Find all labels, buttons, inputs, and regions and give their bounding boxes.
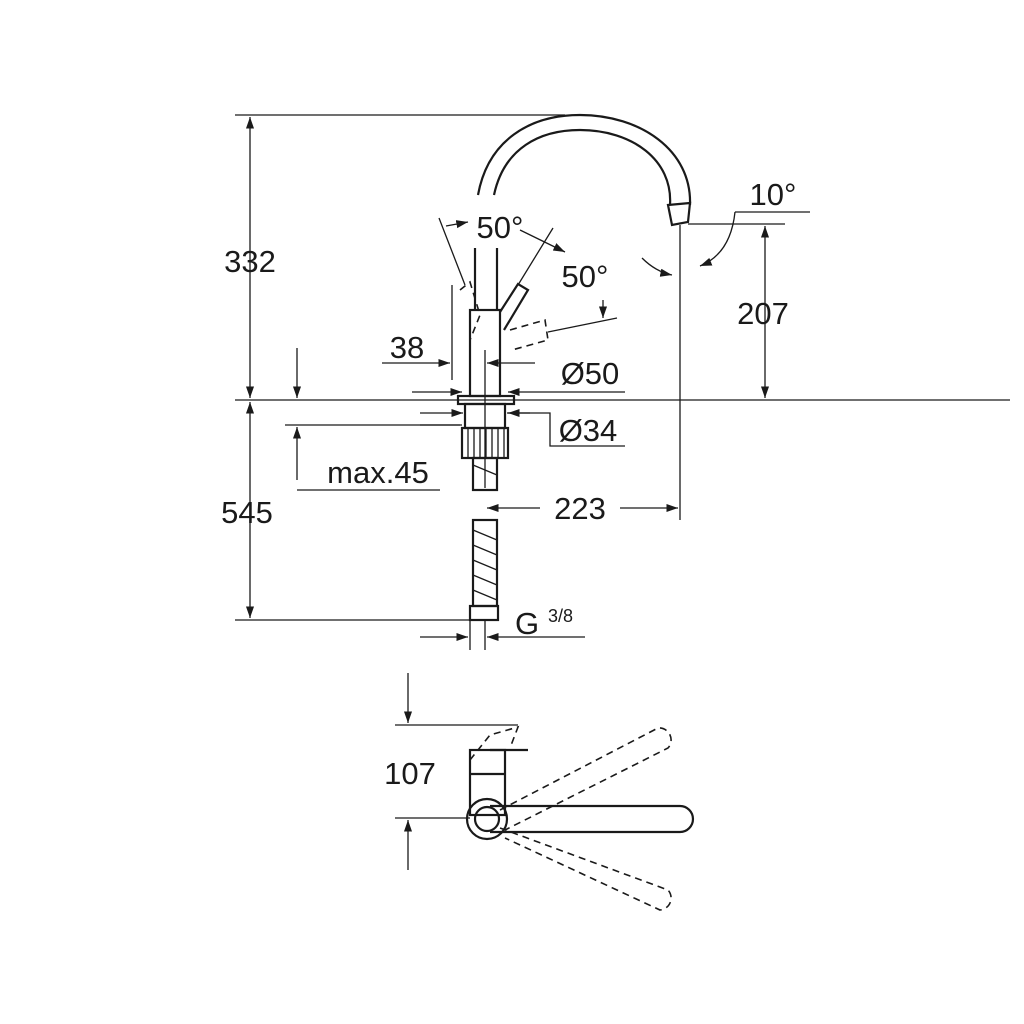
spout-height-207-label: 207	[737, 296, 789, 331]
max-thickness-label: max.45	[327, 455, 429, 490]
hole-diameter-label: Ø34	[559, 413, 618, 448]
thread-g-label: G	[515, 606, 539, 641]
body-diameter-dimension: Ø50	[412, 356, 625, 397]
lever-offset-38-label: 38	[390, 330, 424, 365]
lever-angle-right-label: 50°	[562, 259, 609, 294]
height-dimension: 332 545	[221, 114, 1010, 621]
spout-angle-dimension: 10° 207	[641, 177, 810, 398]
length-545-label: 545	[221, 495, 273, 530]
lever-angle-left-label: 50°	[477, 210, 524, 245]
thread-size-label: 3/8	[548, 606, 573, 626]
thread-dimension: G 3/8	[420, 606, 585, 642]
body-diameter-label: Ø50	[561, 356, 620, 391]
faucet-body: 50° 50°	[438, 210, 618, 488]
lever-ghost-right	[509, 318, 549, 351]
lever-offset-dimension: 38	[382, 285, 535, 380]
mounting-assembly	[456, 394, 516, 650]
top-view: 107	[384, 673, 695, 911]
spout	[476, 113, 692, 520]
height-332-label: 332	[224, 244, 276, 279]
spout-angle-10-label: 10°	[750, 177, 797, 212]
counter-thickness-dimension: max.45	[285, 348, 460, 491]
hole-diameter-dimension: Ø34	[420, 408, 625, 448]
spout-reach-label: 223	[554, 491, 606, 526]
spout-reach-dimension: 223	[487, 491, 678, 526]
lever-clearance-107-label: 107	[384, 756, 436, 791]
lever-tilted	[499, 282, 530, 331]
lever-ghost-left	[459, 280, 481, 341]
